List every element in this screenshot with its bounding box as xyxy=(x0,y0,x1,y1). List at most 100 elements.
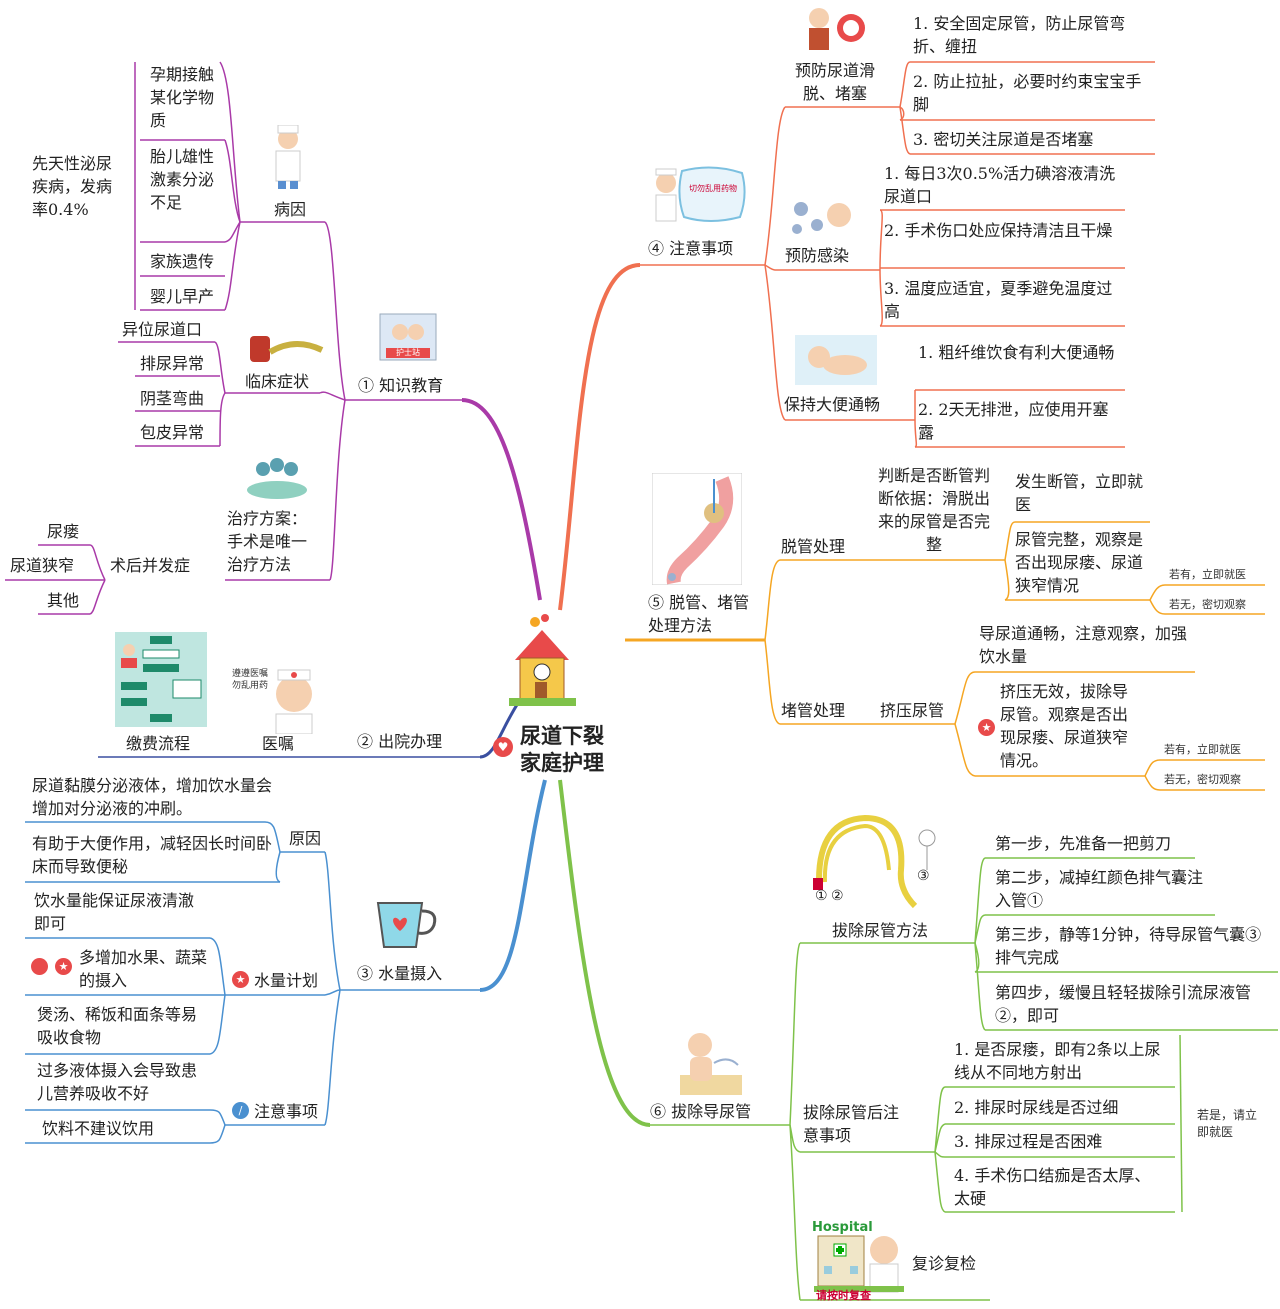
bingyin-item-4: 婴儿早产 xyxy=(150,287,215,306)
bingyin-item-1: 孕期接触某化学物质 xyxy=(150,65,215,130)
baby-icon xyxy=(795,335,877,385)
review-label: 复诊复检 xyxy=(912,1254,977,1273)
cup-icon xyxy=(372,897,442,952)
house-illustration xyxy=(505,610,580,710)
plan-star-icon: ★ xyxy=(232,971,249,988)
tuoguan-label: 脱管处理 xyxy=(781,537,846,556)
plan-item-3: 煲汤、稀饭和面条等易吸收食物 xyxy=(37,1005,198,1047)
branch2-label: ② 出院办理 xyxy=(357,732,443,751)
complication-item-3: 其他 xyxy=(47,591,80,610)
payment-flow-illustration xyxy=(115,632,207,727)
hospital-sign: Hospital xyxy=(812,1220,873,1235)
caregiver-icon xyxy=(805,4,867,52)
linchuang-item-2: 排尿异常 xyxy=(140,354,205,373)
complication-label: 术后并发症 xyxy=(110,556,191,575)
g3-item-2: 2. 2天无排泄，应使用开塞露 xyxy=(918,400,1109,442)
branch3-label: ③ 水量摄入 xyxy=(357,964,443,983)
linchuang-item-1: 异位尿道口 xyxy=(122,320,203,339)
clinic-illustration: 护士站 xyxy=(378,312,438,362)
bingyin-label: 病因 xyxy=(274,200,307,219)
g1-item-2: 2. 防止拉扯，必要时约束宝宝手脚 xyxy=(913,72,1142,114)
tuoguan-if-no: 若无，密切观察 xyxy=(1169,598,1246,611)
plan-label: 水量计划 xyxy=(254,971,319,990)
doctor-icon xyxy=(268,124,308,190)
anatomy-diagram xyxy=(651,472,743,586)
center-title: 尿道下裂家庭护理 xyxy=(520,723,604,775)
plan-item-2: 多增加水果、蔬菜的摄入 xyxy=(79,948,208,990)
method-item-3: 第三步，静等1分钟，待导尿管气囊③排气完成 xyxy=(995,925,1262,967)
reason-item-2: 有助于大便作用，减轻因长时间卧床而导致便秘 xyxy=(32,834,273,876)
notice-pencil-icon: / xyxy=(232,1102,249,1119)
branch5-label: ⑤ 脱管、堵管处理方法 xyxy=(648,593,750,635)
reason-item-1: 尿道黏膜分泌液体，增加饮水量会增加对分泌液的冲刷。 xyxy=(32,776,273,818)
branch6-label: ⑥ 拔除导尿管 xyxy=(650,1102,752,1121)
method-item-4: 第四步，缓慢且轻轻拔除引流尿液管②，即可 xyxy=(995,983,1252,1025)
branch4-label: ④ 注意事项 xyxy=(648,239,734,258)
after-item-1: 1. 是否尿瘘，即有2条以上尿线从不同地方射出 xyxy=(954,1040,1161,1082)
symptom-illustration xyxy=(240,332,325,367)
g2-item-3: 3. 温度应适宜，夏季避免温度过高 xyxy=(884,279,1113,321)
notice-item-1: 过多液体摄入会导致患儿营养吸收不好 xyxy=(37,1061,198,1103)
tuoguan-item-1: 发生断管，立即就医 xyxy=(1015,472,1144,514)
g2-label: 预防感染 xyxy=(785,246,850,265)
nurse-card-text: 切勿乱用药物 xyxy=(689,184,737,193)
plan-item-star-icon: ★ xyxy=(55,958,72,975)
duguan-squeeze: 挤压尿管 xyxy=(880,701,945,720)
after-item-2: 2. 排尿时尿线是否过细 xyxy=(954,1098,1119,1117)
notice-label: 注意事项 xyxy=(254,1102,319,1121)
germs-icon xyxy=(787,195,859,240)
branch2-item-1: 缴费流程 xyxy=(126,734,191,753)
hospital-illustration: Hospital 请按时复查 xyxy=(810,1220,908,1305)
svg-text:②: ② xyxy=(831,888,844,904)
tuoguan-judge: 判断是否断管判断依据：滑脱出来的尿管是否完整 xyxy=(878,466,991,554)
method-label: 拔除尿管方法 xyxy=(832,921,929,940)
svg-text:③: ③ xyxy=(917,868,930,884)
linchuang-label: 临床症状 xyxy=(245,372,310,391)
toddler-icon xyxy=(680,1025,742,1095)
bingyin-item-2: 胎儿雄性激素分泌不足 xyxy=(150,147,215,212)
duguan-item-1: 导尿道通畅，注意观察，加强饮水量 xyxy=(979,624,1188,666)
svg-text:①: ① xyxy=(815,888,828,904)
surgery-illustration xyxy=(245,455,310,500)
after-label: 拔除尿管后注意事项 xyxy=(803,1103,900,1145)
g3-item-1: 1. 粗纤维饮食有利大便通畅 xyxy=(918,343,1115,362)
linchuang-item-4: 包皮异常 xyxy=(140,423,205,442)
center-heart-icon: ♥ xyxy=(493,737,513,757)
doctor-advice-sign: 遵遵医嘱勿乱用药 xyxy=(232,669,269,691)
bingyin-note: 先天性泌尿疾病，发病率0.4% xyxy=(32,154,113,219)
duguan-if-yes: 若有，立即就医 xyxy=(1164,743,1241,756)
after-item-4: 4. 手术伤口结痂是否太厚、太硬 xyxy=(954,1166,1151,1208)
tuoguan-if-yes: 若有，立即就医 xyxy=(1169,568,1246,581)
treatment-label: 治疗方案：手术是唯一治疗方法 xyxy=(227,509,308,574)
after-note: 若是，请立即就医 xyxy=(1197,1108,1258,1139)
branch2-item-2: 医嘱 xyxy=(262,734,295,753)
branch1-label: ① 知识教育 xyxy=(358,376,444,395)
reason-label: 原因 xyxy=(289,829,322,848)
bingyin-item-3: 家族遗传 xyxy=(150,252,215,271)
clinic-sign: 护士站 xyxy=(396,348,420,357)
hospital-caption: 请按时复查 xyxy=(816,1289,871,1302)
method-item-1: 第一步，先准备一把剪刀 xyxy=(995,834,1172,853)
duguan-if-no: 若无，密切观察 xyxy=(1164,773,1241,786)
g1-label: 预防尿道滑脱、堵塞 xyxy=(794,61,875,103)
g1-item-1: 1. 安全固定尿管，防止尿管弯折、缠扭 xyxy=(913,14,1126,56)
linchuang-item-3: 阴茎弯曲 xyxy=(140,389,205,408)
g2-item-1: 1. 每日3次0.5%活力碘溶液清洗尿道口 xyxy=(884,164,1116,206)
duguan-item-2: 挤压无效，拔除导尿管。观察是否出现尿瘘、尿道狭窄情况。 xyxy=(1000,682,1129,770)
complication-item-1: 尿瘘 xyxy=(47,522,80,541)
after-item-3: 3. 排尿过程是否困难 xyxy=(954,1132,1103,1151)
notice-item-2: 饮料不建议饮用 xyxy=(42,1119,155,1138)
doctor-advice-illustration: 遵遵医嘱勿乱用药 xyxy=(232,662,322,735)
g2-item-2: 2. 手术伤口处应保持清洁且干燥 xyxy=(884,221,1113,240)
g1-item-3: 3. 密切关注尿道是否堵塞 xyxy=(913,130,1094,149)
tuoguan-item-2: 尿管完整，观察是否出现尿瘘、尿道狭窄情况 xyxy=(1015,530,1144,595)
duguan-label: 堵管处理 xyxy=(781,701,846,720)
apple-icon xyxy=(31,958,48,975)
method-item-2: 第二步，减掉红颜色排气囊注入管① xyxy=(995,868,1204,910)
duguan-star-icon: ★ xyxy=(978,719,995,736)
complication-item-2: 尿道狭窄 xyxy=(10,556,75,575)
nurse-card-illustration: 切勿乱用药物 xyxy=(652,165,747,225)
